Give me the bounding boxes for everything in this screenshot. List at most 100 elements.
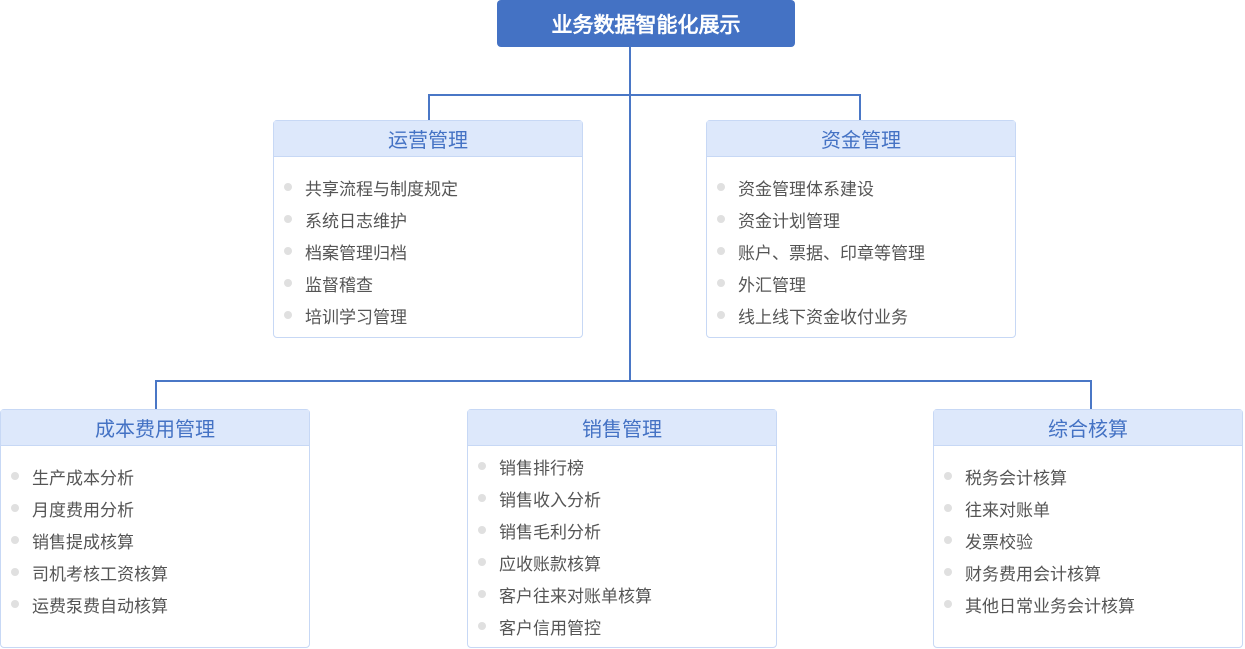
- list-item-label: 其他日常业务会计核算: [965, 596, 1135, 617]
- node-sales: 销售管理销售排行榜销售收入分析销售毛利分析应收账款核算客户往来对账单核算客户信用…: [467, 409, 777, 648]
- bullet-icon: [11, 504, 19, 512]
- list-item-label: 资金计划管理: [738, 211, 840, 232]
- list-item-label: 销售提成核算: [32, 532, 134, 553]
- list-item-label: 线上线下资金收付业务: [738, 307, 908, 328]
- list-item-label: 销售毛利分析: [499, 522, 601, 543]
- bullet-icon: [478, 558, 486, 566]
- list-item: 共享流程与制度规定: [274, 171, 582, 203]
- bullet-icon: [11, 536, 19, 544]
- node-accounting: 综合核算税务会计核算往来对账单发票校验财务费用会计核算其他日常业务会计核算: [933, 409, 1243, 648]
- list-item: 应收账款核算: [468, 546, 776, 578]
- bullet-icon: [478, 494, 486, 502]
- list-item: 销售排行榜: [468, 450, 776, 482]
- list-item-label: 系统日志维护: [305, 211, 407, 232]
- list-item: 其他日常业务会计核算: [934, 588, 1242, 620]
- node-title: 资金管理: [707, 121, 1015, 157]
- list-item: 线上线下资金收付业务: [707, 299, 1015, 331]
- connector: [155, 380, 1092, 382]
- list-item: 往来对账单: [934, 492, 1242, 524]
- list-item-label: 资金管理体系建设: [738, 179, 874, 200]
- connector: [428, 94, 861, 96]
- bullet-icon: [944, 536, 952, 544]
- bullet-icon: [944, 504, 952, 512]
- list-item-label: 发票校验: [965, 532, 1033, 553]
- list-item: 税务会计核算: [934, 460, 1242, 492]
- item-list: 资金管理体系建设资金计划管理账户、票据、印章等管理外汇管理线上线下资金收付业务: [707, 157, 1015, 331]
- bullet-icon: [478, 622, 486, 630]
- node-funds: 资金管理资金管理体系建设资金计划管理账户、票据、印章等管理外汇管理线上线下资金收…: [706, 120, 1016, 338]
- item-list: 生产成本分析月度费用分析销售提成核算司机考核工资核算运费泵费自动核算: [1, 446, 309, 620]
- list-item-label: 档案管理归档: [305, 243, 407, 264]
- list-item: 司机考核工资核算: [1, 556, 309, 588]
- node-operations: 运营管理共享流程与制度规定系统日志维护档案管理归档监督稽查培训学习管理: [273, 120, 583, 338]
- bullet-icon: [11, 568, 19, 576]
- item-list: 共享流程与制度规定系统日志维护档案管理归档监督稽查培训学习管理: [274, 157, 582, 331]
- list-item: 系统日志维护: [274, 203, 582, 235]
- bullet-icon: [717, 311, 725, 319]
- list-item: 生产成本分析: [1, 460, 309, 492]
- list-item-label: 账户、票据、印章等管理: [738, 243, 925, 264]
- bullet-icon: [717, 215, 725, 223]
- connector: [155, 380, 157, 409]
- list-item: 销售收入分析: [468, 482, 776, 514]
- list-item-label: 运费泵费自动核算: [32, 596, 168, 617]
- connector: [1090, 380, 1092, 409]
- list-item: 外汇管理: [707, 267, 1015, 299]
- list-item: 销售毛利分析: [468, 514, 776, 546]
- bullet-icon: [717, 247, 725, 255]
- bullet-icon: [717, 183, 725, 191]
- list-item: 发票校验: [934, 524, 1242, 556]
- node-title: 综合核算: [934, 410, 1242, 446]
- list-item-label: 销售收入分析: [499, 490, 601, 511]
- bullet-icon: [944, 568, 952, 576]
- list-item-label: 外汇管理: [738, 275, 806, 296]
- list-item-label: 往来对账单: [965, 500, 1050, 521]
- node-title: 成本费用管理: [1, 410, 309, 446]
- list-item-label: 财务费用会计核算: [965, 564, 1101, 585]
- list-item-label: 客户信用管控: [499, 618, 601, 639]
- bullet-icon: [478, 590, 486, 598]
- bullet-icon: [944, 600, 952, 608]
- item-list: 税务会计核算往来对账单发票校验财务费用会计核算其他日常业务会计核算: [934, 446, 1242, 620]
- bullet-icon: [11, 600, 19, 608]
- connector: [629, 47, 631, 382]
- item-list: 销售排行榜销售收入分析销售毛利分析应收账款核算客户往来对账单核算客户信用管控: [468, 446, 776, 642]
- list-item: 档案管理归档: [274, 235, 582, 267]
- connector: [859, 94, 861, 120]
- list-item-label: 司机考核工资核算: [32, 564, 168, 585]
- bullet-icon: [284, 279, 292, 287]
- bullet-icon: [944, 472, 952, 480]
- node-title: 运营管理: [274, 121, 582, 157]
- list-item-label: 销售排行榜: [499, 458, 584, 479]
- bullet-icon: [284, 215, 292, 223]
- list-item-label: 税务会计核算: [965, 468, 1067, 489]
- list-item-label: 应收账款核算: [499, 554, 601, 575]
- list-item-label: 生产成本分析: [32, 468, 134, 489]
- list-item-label: 监督稽查: [305, 275, 373, 296]
- list-item: 客户往来对账单核算: [468, 578, 776, 610]
- list-item-label: 共享流程与制度规定: [305, 179, 458, 200]
- list-item-label: 培训学习管理: [305, 307, 407, 328]
- root-node: 业务数据智能化展示: [497, 0, 795, 47]
- list-item: 监督稽查: [274, 267, 582, 299]
- list-item: 销售提成核算: [1, 524, 309, 556]
- bullet-icon: [11, 472, 19, 480]
- list-item-label: 月度费用分析: [32, 500, 134, 521]
- list-item: 财务费用会计核算: [934, 556, 1242, 588]
- connector: [428, 94, 430, 120]
- bullet-icon: [478, 526, 486, 534]
- list-item: 资金计划管理: [707, 203, 1015, 235]
- list-item: 客户信用管控: [468, 610, 776, 642]
- list-item: 运费泵费自动核算: [1, 588, 309, 620]
- node-title: 销售管理: [468, 410, 776, 446]
- bullet-icon: [284, 247, 292, 255]
- node-cost: 成本费用管理生产成本分析月度费用分析销售提成核算司机考核工资核算运费泵费自动核算: [0, 409, 310, 648]
- list-item-label: 客户往来对账单核算: [499, 586, 652, 607]
- bullet-icon: [284, 183, 292, 191]
- list-item: 账户、票据、印章等管理: [707, 235, 1015, 267]
- list-item: 月度费用分析: [1, 492, 309, 524]
- list-item: 资金管理体系建设: [707, 171, 1015, 203]
- bullet-icon: [717, 279, 725, 287]
- bullet-icon: [478, 462, 486, 470]
- list-item: 培训学习管理: [274, 299, 582, 331]
